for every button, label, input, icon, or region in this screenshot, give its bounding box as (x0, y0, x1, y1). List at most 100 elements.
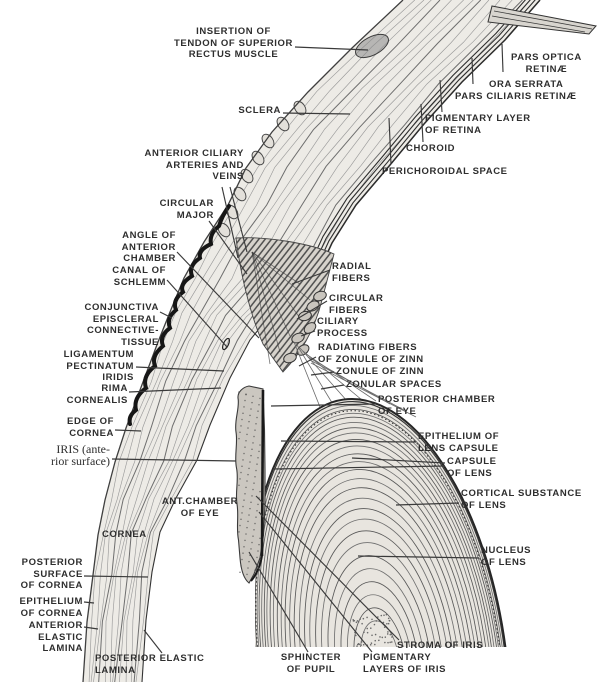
lens-nucleus-stipple (355, 621, 358, 624)
zonule-fiber (293, 341, 323, 413)
leader-stroma-of-iris (255, 495, 400, 641)
iris-stipple (245, 440, 247, 442)
lens-nucleus-stipple (390, 641, 393, 643)
iris-stipple (249, 414, 251, 417)
iris-stipple (238, 391, 240, 394)
lens-nucleus-stipple (387, 622, 390, 625)
lens-nucleus-stipple (375, 620, 378, 622)
lens-epithelium-dotted (255, 410, 505, 647)
lens-layer-ring (261, 422, 499, 647)
lens-nucleus-stipple (356, 620, 359, 622)
lens-nucleus-stipple (370, 627, 372, 630)
lens-nucleus-stipple (385, 613, 388, 616)
lens-nucleus-stipple (389, 641, 391, 644)
band-hatch-line (119, 0, 490, 682)
lens-nucleus-stipple (356, 645, 358, 647)
iris-stipple (244, 446, 246, 448)
leader-nucleus-of-lens (357, 555, 480, 559)
limbal-dark-line (127, 204, 231, 426)
iris-stipple (258, 403, 260, 406)
iris-stipple (240, 518, 242, 520)
iris-stipple (255, 516, 257, 518)
iris-stipple (257, 503, 259, 506)
iris-stipple (253, 529, 255, 531)
iris-stipple (248, 560, 250, 563)
lens-nucleus-stipple (387, 631, 389, 633)
lens-layer-ring (315, 530, 445, 647)
lens-layer-ring (304, 508, 456, 647)
lens-nucleus-stipple (371, 634, 373, 637)
iris-stipple (246, 480, 248, 482)
iris-stipple (252, 442, 254, 444)
iris-stipple (255, 469, 257, 472)
iris-stipple (240, 471, 242, 474)
iris-stipple (259, 490, 261, 493)
lens-nucleus-stipple (378, 639, 380, 642)
band-hatch-line (135, 0, 531, 682)
iris-stipple (246, 526, 248, 529)
lens-layer-ring (272, 445, 488, 647)
iris-stipple (254, 476, 256, 478)
lens-nucleus-stipple (377, 616, 379, 618)
leader-pigmentary-layer-retina (439, 79, 443, 113)
iris-stipple (256, 416, 258, 419)
leader-posterior-elastic-lamina (143, 629, 163, 654)
iris-stipple (242, 459, 244, 461)
leader-anterior-elastic-lamina (83, 626, 99, 630)
iris-stipple (248, 420, 250, 423)
leader-edge-of-cornea (114, 429, 142, 432)
leader-anterior-ciliary-vessels (221, 186, 239, 259)
iris-stipple (242, 505, 244, 508)
iris-stipple (250, 408, 252, 410)
lens-layer-ring (263, 427, 497, 647)
leader-ora-serrata (471, 57, 474, 85)
iris-stipple (244, 493, 246, 495)
iris-stipple (241, 465, 243, 467)
iris-stipple (252, 488, 254, 491)
lens-nucleus-stipple (384, 641, 386, 644)
lens-nucleus-stipple (363, 631, 365, 634)
iris-stipple (252, 395, 254, 397)
lens-nucleus-stipple (352, 620, 355, 622)
iris-stipple (247, 473, 249, 476)
iris-stipple (250, 548, 252, 550)
iris-stipple (248, 467, 250, 470)
iris-stipple (243, 499, 245, 501)
lens-layer-ring (276, 453, 484, 647)
iris-stipple (245, 533, 247, 535)
leader-zonule-of-zinn (310, 371, 335, 376)
lens-layer-ring (309, 518, 451, 647)
iris-stipple (242, 552, 244, 554)
iris-stipple (259, 397, 261, 400)
iris-stipple (242, 412, 244, 414)
zonule-fiber (296, 344, 335, 407)
lens-nucleus-stipple (360, 641, 363, 643)
lens-layer-ring (340, 581, 420, 647)
lens-nucleus-stipple (355, 628, 357, 630)
leader-posterior-chamber-eye (270, 403, 377, 407)
sclera-outer-edge (82, 0, 404, 682)
iris-stipple (238, 437, 240, 440)
iris-stipple (241, 558, 243, 561)
iris-stipple (259, 537, 261, 540)
lens-nucleus-stipple (386, 633, 389, 635)
leader-conjunctiva-episcleral (159, 311, 173, 319)
lens-nucleus-stipple (357, 621, 360, 623)
iris-stipple (251, 401, 253, 404)
iris-stipple (251, 495, 253, 497)
leader-capsule-of-lens (272, 465, 446, 470)
lens-nucleus-stipple (381, 636, 384, 639)
lens-nucleus-stipple (391, 636, 393, 638)
iris-stipple (238, 531, 240, 533)
iris-stipple (244, 539, 246, 542)
iris-stipple (254, 569, 256, 571)
lens-nucleus-stipple (370, 642, 373, 644)
leader-capsule-of-lens (351, 457, 446, 464)
lens-nucleus-stipple (358, 643, 361, 646)
band-hatch-line (112, 0, 474, 682)
lens-nucleus-stipple (374, 633, 377, 636)
leader-sphincter-of-pupil (248, 551, 309, 653)
ciliary-process-blob (306, 300, 320, 312)
lens-nucleus-stipple (389, 633, 392, 636)
lens-capsule-ring (255, 401, 510, 647)
